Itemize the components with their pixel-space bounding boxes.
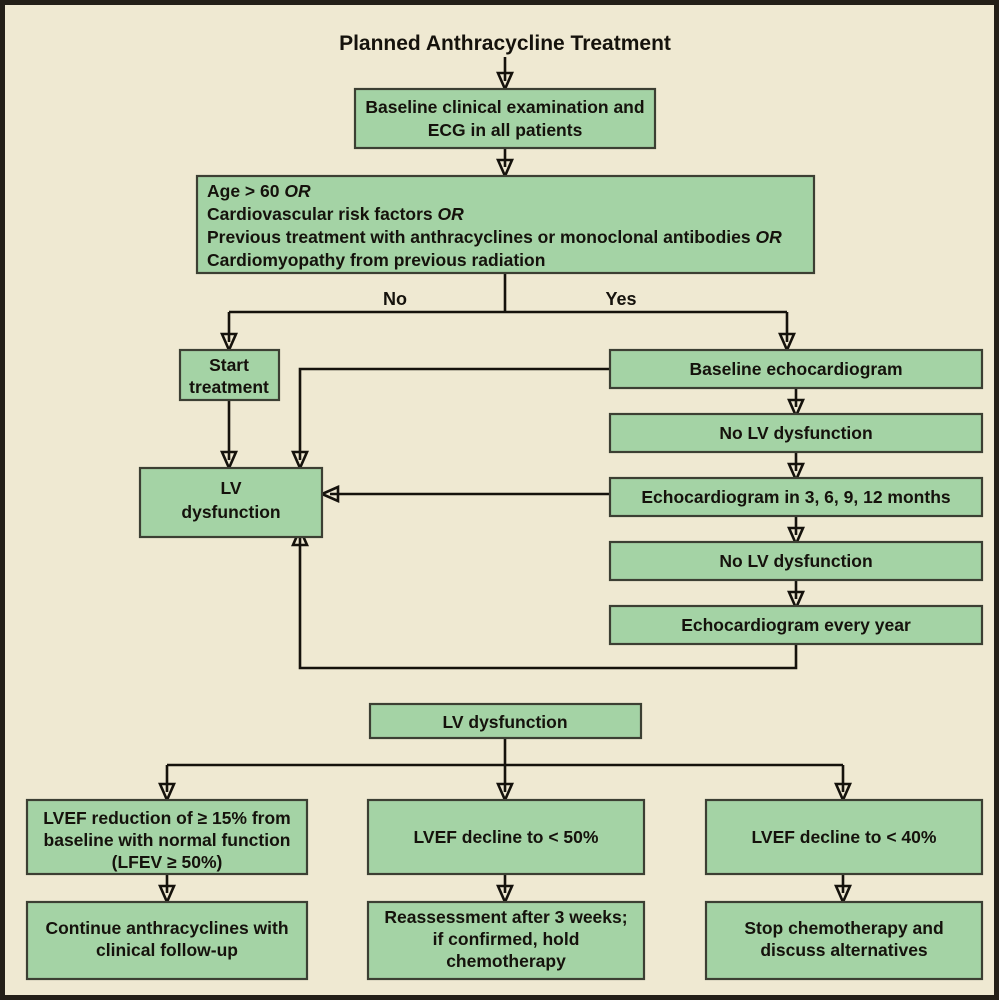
node-echocardiogram-yearly-line-1: Echocardiogram every year	[681, 615, 911, 635]
node-no-lv-dysfunction-2-box[interactable]	[608, 540, 984, 582]
arrowhead-no-branch	[220, 332, 238, 354]
node-lvef-decline-50-box[interactable]	[366, 798, 646, 876]
arrowhead-yes-branch	[778, 332, 796, 354]
arrowhead-no-lv-1-to-echo-schedule	[787, 462, 805, 484]
node-echocardiogram-schedule[interactable]: Echocardiogram in 3, 6, 9, 12 months	[608, 476, 984, 518]
arrowhead-echo-schedule-to-no-lv-2	[787, 526, 805, 548]
node-lvef-reduction-15-line-1: LVEF reduction of ≥ 15% from	[43, 808, 291, 828]
branch-label-yes: Yes	[605, 289, 636, 309]
node-lvef-decline-50-line-1: LVEF decline to < 50%	[414, 827, 599, 847]
node-lvef-decline-50[interactable]: LVEF decline to < 50%	[366, 798, 646, 876]
connector-baseline-echo-to-lv	[298, 367, 610, 460]
node-echocardiogram-schedule-line-1: Echocardiogram in 3, 6, 9, 12 months	[641, 487, 951, 507]
arrowhead-title-to-baseline-exam	[496, 71, 514, 93]
arrowhead-lvef40-to-stop	[834, 884, 852, 906]
node-lv-dysfunction-middle-line-2: dysfunction	[181, 502, 280, 522]
node-lvef-reduction-15-line-3: (LFEV ≥ 50%)	[112, 852, 223, 872]
node-risk-criteria[interactable]: Age > 60 OR Cardiovascular risk factors …	[195, 174, 816, 275]
page-title: Planned Anthracycline Treatment	[339, 32, 671, 55]
arrowhead-start-treatment-to-lv	[220, 450, 238, 472]
node-lvef-decline-40-box[interactable]	[704, 798, 984, 876]
node-no-lv-dysfunction-2[interactable]: No LV dysfunction	[608, 540, 984, 582]
node-echocardiogram-yearly[interactable]: Echocardiogram every year	[608, 604, 984, 646]
node-start-treatment[interactable]: Start treatment	[178, 348, 281, 402]
arrowhead-split-center	[496, 782, 514, 804]
node-risk-criteria-box[interactable]	[195, 174, 816, 275]
node-baseline-exam-line-2: ECG in all patients	[428, 120, 583, 140]
node-echocardiogram-schedule-box[interactable]	[608, 476, 984, 518]
node-start-treatment-box[interactable]	[178, 348, 281, 402]
arrowhead-baseline-echo-to-no-lv-1	[787, 398, 805, 420]
node-baseline-echocardiogram-line-1: Baseline echocardiogram	[690, 359, 903, 379]
node-lv-dysfunction-middle-line-1: LV	[220, 478, 241, 498]
node-baseline-exam-box[interactable]	[353, 87, 657, 150]
node-continue-anthracyclines-box[interactable]	[25, 900, 309, 981]
node-no-lv-dysfunction-1-box[interactable]	[608, 412, 984, 454]
arrowhead-echo-schedule-to-lv	[318, 485, 340, 503]
arrowhead-lvef50-to-reassessment	[496, 884, 514, 906]
connector-echo-yearly-to-lv	[298, 537, 798, 670]
node-baseline-echocardiogram[interactable]: Baseline echocardiogram	[608, 348, 984, 390]
node-risk-criteria-line-2: Cardiovascular risk factors OR	[207, 204, 464, 224]
node-lv-dysfunction-middle[interactable]: LV dysfunction	[138, 466, 324, 539]
node-stop-chemotherapy-line-1: Stop chemotherapy and	[744, 918, 943, 938]
node-reassessment-line-3: chemotherapy	[446, 951, 566, 971]
node-lvef-decline-40-line-1: LVEF decline to < 40%	[752, 827, 937, 847]
node-risk-criteria-line-1: Age > 60 OR	[207, 181, 311, 201]
node-risk-criteria-line-4: Cardiomyopathy from previous radiation	[207, 250, 545, 270]
arrowhead-split-right	[834, 782, 852, 804]
node-baseline-exam[interactable]: Baseline clinical examination and ECG in…	[353, 87, 657, 150]
node-lv-dysfunction-middle-box[interactable]	[138, 466, 324, 539]
node-lvef-reduction-15[interactable]: LVEF reduction of ≥ 15% from baseline wi…	[25, 798, 309, 876]
node-reassessment-line-1: Reassessment after 3 weeks;	[384, 907, 627, 927]
arrowhead-baseline-echo-to-lv	[291, 450, 309, 472]
node-lv-dysfunction-bottom-box[interactable]	[368, 702, 643, 740]
arrowhead-split-left	[158, 782, 176, 804]
node-continue-anthracyclines-line-2: clinical follow-up	[96, 940, 238, 960]
branch-label-no: No	[383, 289, 407, 309]
node-stop-chemotherapy-box[interactable]	[704, 900, 984, 981]
node-reassessment[interactable]: Reassessment after 3 weeks; if confirmed…	[366, 900, 646, 981]
arrowhead-no-lv-2-to-echo-yearly	[787, 590, 805, 612]
node-no-lv-dysfunction-2-line-1: No LV dysfunction	[719, 551, 872, 571]
node-risk-criteria-line-3: Previous treatment with anthracyclines o…	[207, 227, 782, 247]
flowchart-canvas: Planned Anthracycline Treatment No Yes B…	[25, 32, 984, 981]
node-no-lv-dysfunction-1-line-1: No LV dysfunction	[719, 423, 872, 443]
node-continue-anthracyclines-line-1: Continue anthracyclines with	[45, 918, 288, 938]
node-echocardiogram-yearly-box[interactable]	[608, 604, 984, 646]
arrowhead-lvef15-to-continue	[158, 884, 176, 906]
node-start-treatment-line-1: Start	[209, 355, 249, 375]
node-start-treatment-line-2: treatment	[189, 377, 269, 397]
node-lv-dysfunction-bottom[interactable]: LV dysfunction	[368, 702, 643, 740]
node-reassessment-line-2: if confirmed, hold	[433, 929, 580, 949]
node-reassessment-box[interactable]	[366, 900, 646, 981]
node-lvef-decline-40[interactable]: LVEF decline to < 40%	[704, 798, 984, 876]
node-no-lv-dysfunction-1[interactable]: No LV dysfunction	[608, 412, 984, 454]
arrowhead-baseline-exam-to-criteria	[496, 158, 514, 180]
node-stop-chemotherapy[interactable]: Stop chemotherapy and discuss alternativ…	[704, 900, 984, 981]
node-baseline-echocardiogram-box[interactable]	[608, 348, 984, 390]
node-lvef-reduction-15-line-2: baseline with normal function	[44, 830, 291, 850]
node-continue-anthracyclines[interactable]: Continue anthracyclines with clinical fo…	[25, 900, 309, 981]
node-baseline-exam-line-1: Baseline clinical examination and	[365, 97, 644, 117]
node-stop-chemotherapy-line-2: discuss alternatives	[760, 940, 928, 960]
connectors	[158, 57, 852, 906]
node-lv-dysfunction-bottom-line-1: LV dysfunction	[442, 712, 567, 732]
node-lvef-reduction-15-box[interactable]	[25, 798, 309, 876]
